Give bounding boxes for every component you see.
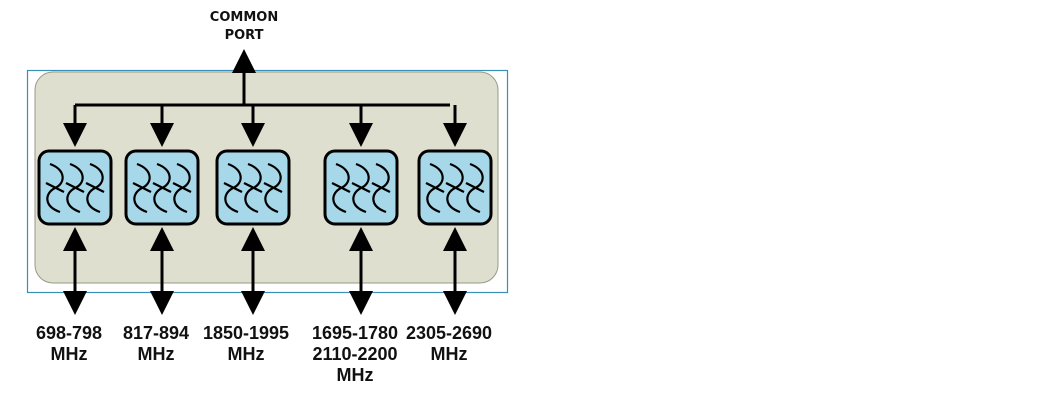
bandpass-filter-icon <box>425 162 485 214</box>
common-port-label-line2: PORT <box>225 28 264 43</box>
band-label-line: 2110-2200 <box>312 344 397 364</box>
band-label-line: MHz <box>431 344 468 364</box>
band-label-line: 1850-1995 <box>203 323 289 343</box>
bandpass-filter-icon <box>132 162 192 214</box>
bandpass-filter-icon <box>331 162 391 214</box>
band-label-line: 2305-2690 <box>406 323 492 343</box>
common-port-label-line1: COMMON <box>210 10 278 25</box>
band-label-line: MHz <box>51 344 88 364</box>
band-label-line: 698-798 <box>36 323 102 343</box>
bandpass-filter-icon <box>45 162 105 214</box>
band-label-line: MHz <box>337 365 374 385</box>
band-label-line: MHz <box>228 344 265 364</box>
band-label-line: MHz <box>138 344 175 364</box>
bandpass-filter-icon <box>223 162 283 214</box>
band-label-line: 1695-1780 <box>312 323 398 343</box>
band-label-line: 817-894 <box>123 323 189 343</box>
outer-frame <box>26 69 509 294</box>
